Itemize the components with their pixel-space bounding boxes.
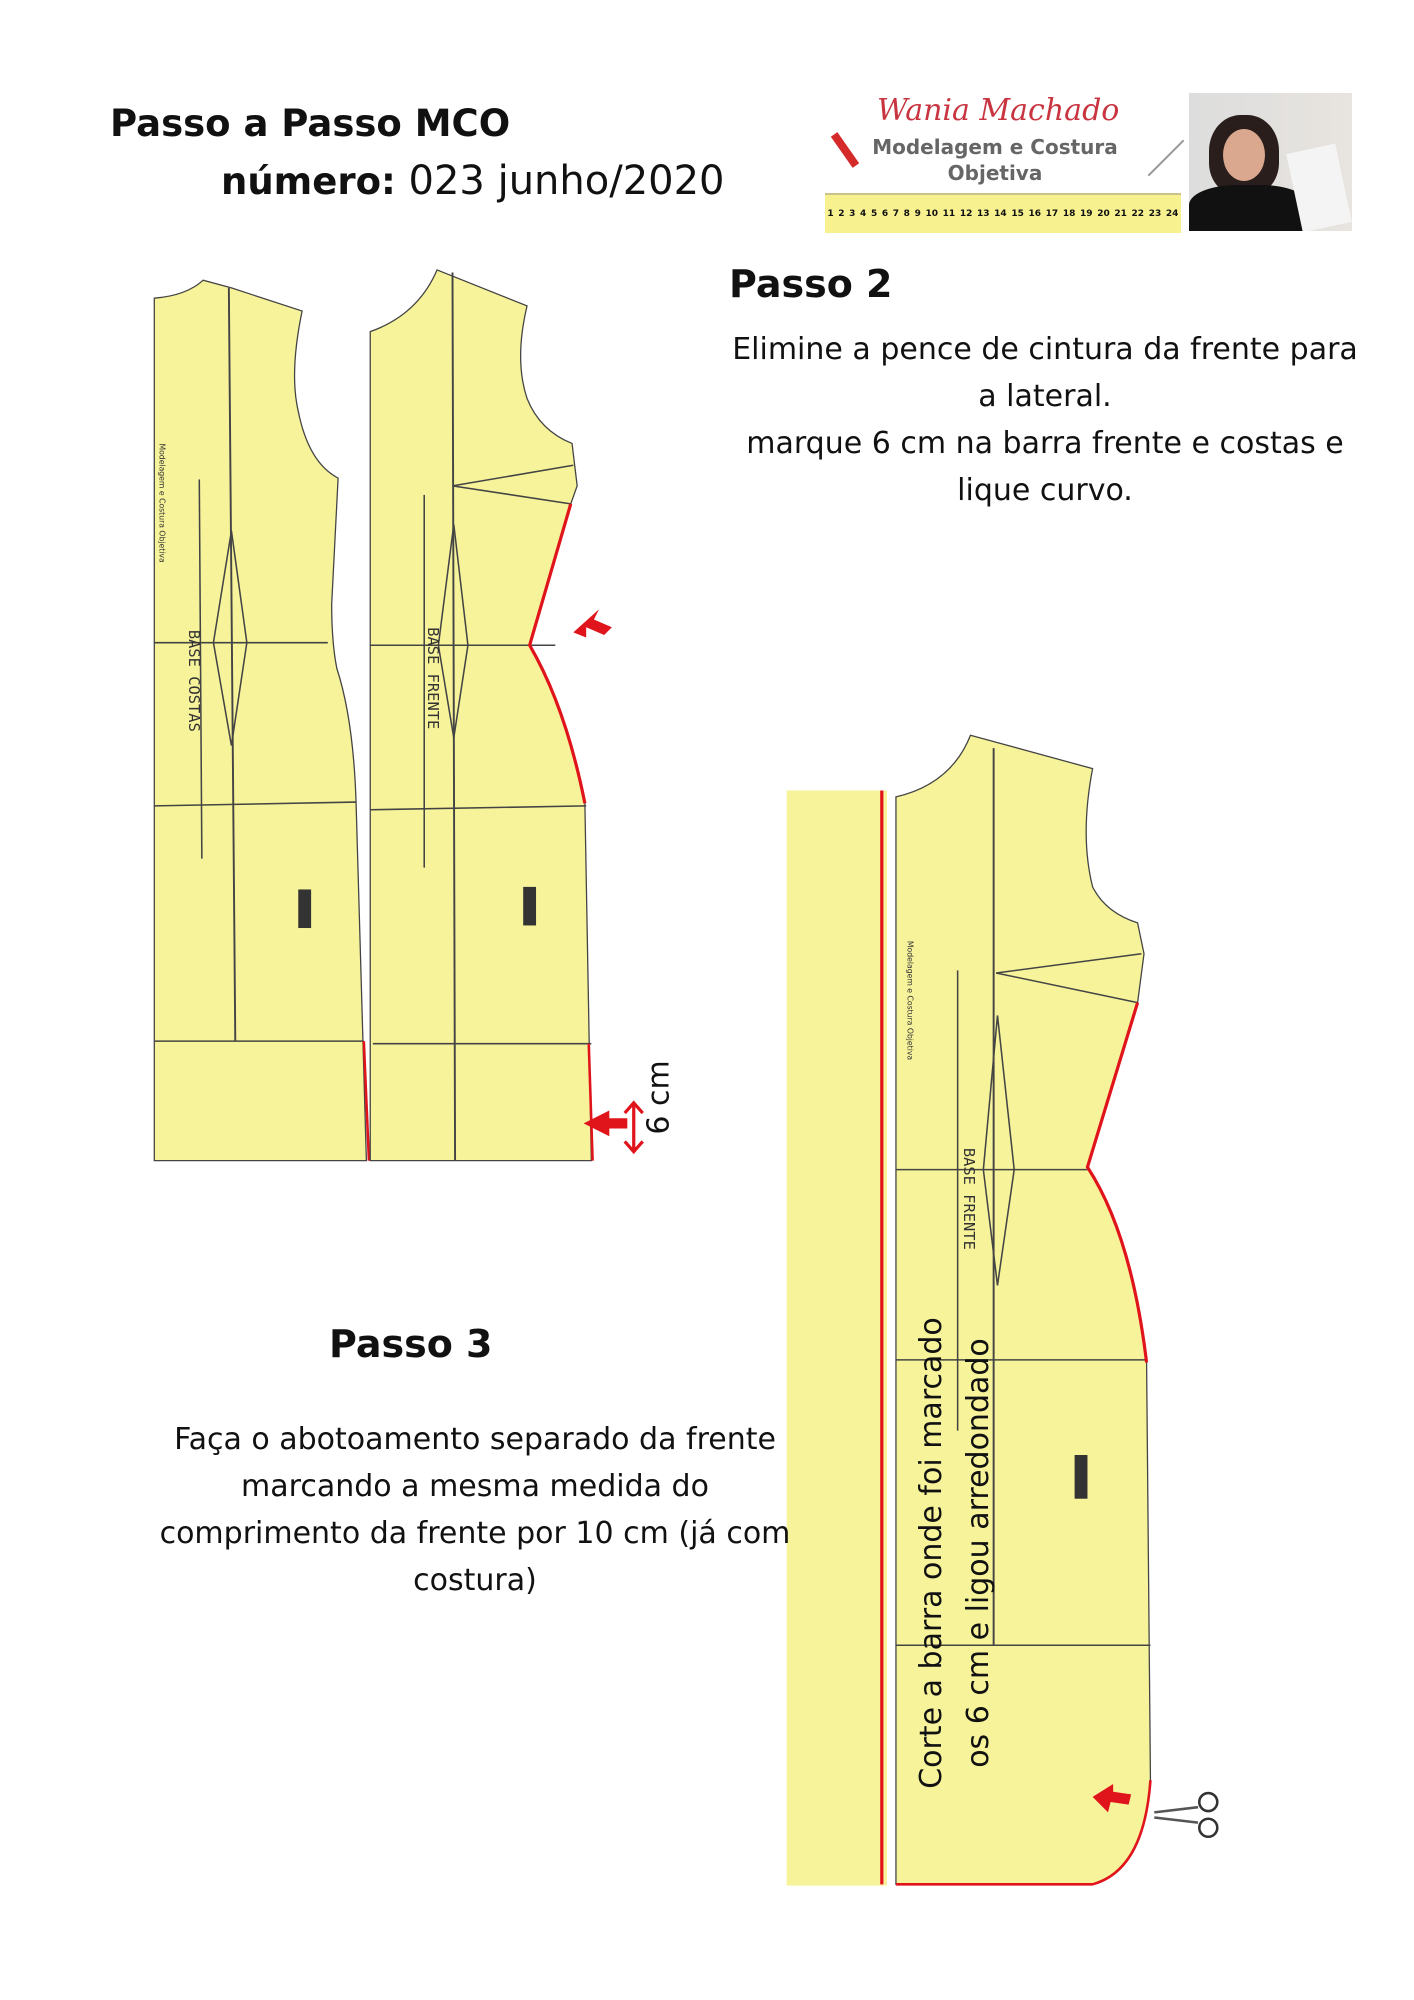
ruler-number: 2 xyxy=(838,209,845,219)
number-value: 023 junho/2020 xyxy=(408,158,725,204)
ruler-number: 7 xyxy=(892,209,900,219)
ruler-number: 11 xyxy=(942,209,956,219)
step3-line: costura) xyxy=(413,1563,537,1598)
doc-title: Passo a Passo MCO xyxy=(110,102,511,145)
number-label: número: xyxy=(221,160,396,203)
step3-side-note: Corte a barra onde foi marcado os 6 cm e… xyxy=(908,1303,1002,1803)
measure-label: 6 cm xyxy=(641,1060,677,1135)
step3-text: Faça o abotoamento separado da frente ma… xyxy=(130,1416,820,1604)
logo-script: Wania Machado xyxy=(877,93,1120,128)
ruler-number: 13 xyxy=(976,209,990,219)
logo-line1: Modelagem e Costura xyxy=(872,135,1118,159)
ruler-number: 20 xyxy=(1097,209,1110,219)
ruler-number: 18 xyxy=(1062,209,1076,219)
ruler-number: 23 xyxy=(1148,209,1162,219)
front-bodice-pattern: BASE FRENTE xyxy=(369,269,644,1162)
step2-line: a lateral. xyxy=(978,379,1112,414)
step2-line: Elimine a pence de cintura da frente par… xyxy=(732,332,1358,367)
author-photo xyxy=(1189,93,1352,231)
ruler-number: 8 xyxy=(903,209,910,219)
ruler-number: 5 xyxy=(870,209,878,219)
ruler-number: 9 xyxy=(914,209,921,219)
back-bodice-pattern: BASE COSTAS Modelagem e Costura Objetiva xyxy=(153,279,371,1162)
side-note-line: Corte a barra onde foi marcado xyxy=(914,1317,949,1789)
step2-line: lique curvo. xyxy=(957,473,1133,508)
step3-title: Passo 3 xyxy=(329,1322,493,1366)
ruler-number: 6 xyxy=(881,209,889,219)
red-arrow-corner xyxy=(1092,1784,1132,1813)
ruler-number: 12 xyxy=(959,209,973,219)
ruler-number: 22 xyxy=(1131,209,1145,219)
step2-line: marque 6 cm na barra frente e costas e xyxy=(746,426,1344,461)
step3-line: Faça o abotoamento separado da frente xyxy=(174,1422,776,1457)
logo-line2: Objetiva xyxy=(947,161,1043,185)
back-brand: Modelagem e Costura Objetiva xyxy=(157,443,166,563)
back-label: BASE COSTAS xyxy=(185,630,203,732)
ruler-number: 10 xyxy=(925,209,938,219)
front-label: BASE FRENTE xyxy=(424,627,442,729)
placket-strip xyxy=(786,790,887,1886)
step2-title: Passo 2 xyxy=(729,262,893,306)
double-arrow xyxy=(623,1100,644,1155)
ruler-number: 14 xyxy=(994,209,1007,219)
front-label-2: BASE FRENTE xyxy=(960,1148,978,1250)
ruler-number: 4 xyxy=(860,209,867,219)
step3-line: comprimento da frente por 10 cm (já com xyxy=(159,1516,791,1551)
ruler-number: 15 xyxy=(1011,209,1024,219)
ruler-number: 21 xyxy=(1114,209,1127,219)
scissors-icon xyxy=(1154,1791,1219,1839)
ruler-number: 19 xyxy=(1080,209,1093,219)
side-note-line: os 6 cm e ligou arredondado xyxy=(961,1338,996,1768)
step2-text: Elimine a pence de cintura da frente par… xyxy=(700,326,1390,514)
ruler-number: 17 xyxy=(1045,209,1059,219)
front-brand: Modelagem e Costura Objetiva xyxy=(906,941,915,1061)
ruler-number: 3 xyxy=(849,209,856,219)
ruler-number: 1 xyxy=(827,209,834,219)
red-arrow-waist xyxy=(573,609,612,638)
step3-line: marcando a mesma medida do xyxy=(241,1469,709,1504)
doc-number: número: 023 junho/2020 xyxy=(221,158,725,204)
red-arrow-hem xyxy=(583,1110,628,1137)
brand-logo: Wania Machado Modelagem e Costura Objeti… xyxy=(825,93,1185,233)
front-with-placket-pattern: BASE FRENTE Modelagem e Costura Objetiva xyxy=(786,734,1219,1886)
ruler-number: 16 xyxy=(1028,209,1042,219)
ruler-number: 24 xyxy=(1165,209,1179,219)
